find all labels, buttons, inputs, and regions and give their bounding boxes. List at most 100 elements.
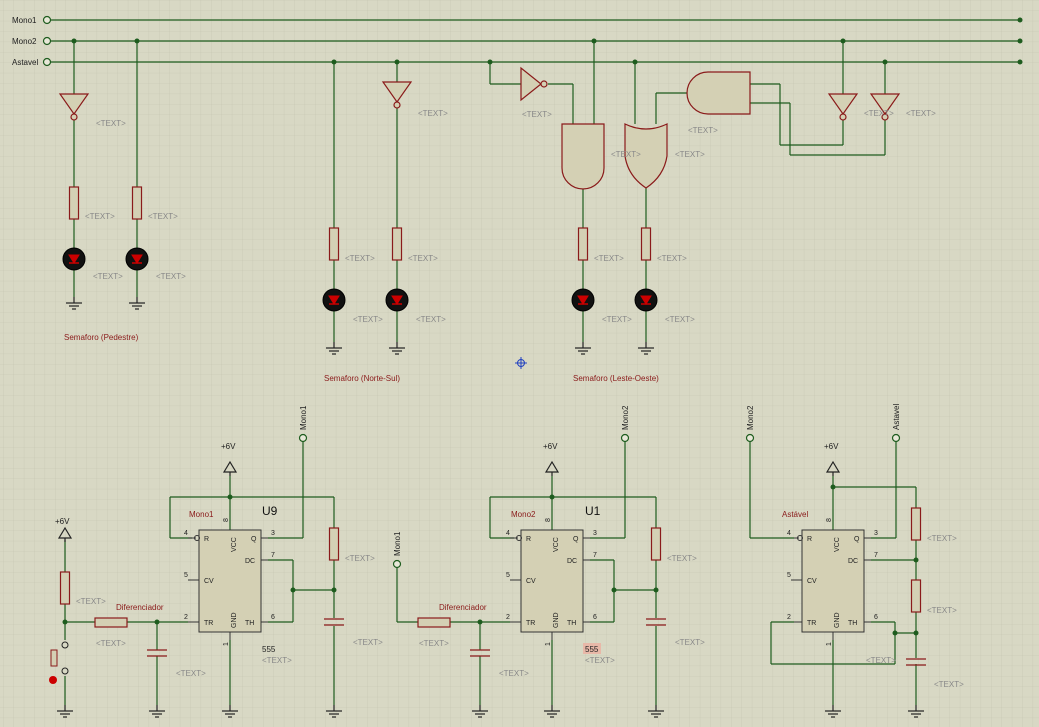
timer-555-u1[interactable] (520, 529, 584, 633)
pin-label: DC (848, 558, 858, 565)
bus-label-astavel: Astavel (12, 58, 38, 67)
text-placeholder: <TEXT> (176, 669, 206, 678)
text-placeholder: <TEXT> (602, 315, 632, 324)
or-gate-leste-oeste[interactable] (624, 123, 668, 189)
pin-number: 3 (271, 530, 275, 537)
terminal-mono2-in[interactable] (745, 433, 755, 443)
text-placeholder: <TEXT> (85, 212, 115, 221)
resistor-pedestre-1[interactable] (68, 186, 80, 220)
text-placeholder: <TEXT> (93, 272, 123, 281)
pin-number: 8 (223, 518, 230, 522)
text-placeholder: <TEXT> (688, 126, 718, 135)
bus-label-mono2: Mono2 (12, 37, 37, 46)
pin-label: TR (204, 620, 213, 627)
pin-number: 5 (787, 572, 791, 579)
led-norte-sul-2[interactable] (385, 288, 409, 312)
resistor-pullup-1[interactable] (59, 571, 71, 605)
timer-astavel-wiring (749, 440, 919, 705)
pin-label: R (204, 536, 209, 543)
terminal-label: Mono1 (299, 405, 308, 430)
and-gate-leste-oeste[interactable] (561, 123, 605, 190)
group-label-leste-oeste: Semaforo (Leste-Oeste) (573, 374, 659, 383)
text-placeholder: <TEXT> (927, 606, 957, 615)
terminal-mono1-out[interactable] (298, 433, 308, 443)
resistor-diff-1[interactable] (94, 617, 128, 628)
text-placeholder: <TEXT> (665, 315, 695, 324)
vcc-label: +6V (543, 442, 558, 451)
timer-name: Mono1 (189, 510, 214, 519)
resistor-norte-sul-1[interactable] (328, 227, 340, 261)
text-placeholder: <TEXT> (96, 639, 126, 648)
pin-number: 1 (826, 642, 833, 646)
timer-ref: U1 (585, 504, 601, 518)
pin-label: VCC (834, 537, 841, 552)
text-placeholder: <TEXT> (345, 254, 375, 263)
led-leste-oeste-1[interactable] (571, 288, 595, 312)
bus-lines (42, 15, 1023, 67)
terminal-label: Mono2 (746, 405, 755, 430)
pin-number: 6 (593, 614, 597, 621)
not-gate-leste-oeste[interactable] (520, 66, 548, 102)
terminal-label: Mono2 (621, 405, 630, 430)
pin-number: 1 (223, 642, 230, 646)
pin-label: Q (573, 536, 579, 543)
resistor-astavel-2[interactable] (910, 579, 922, 613)
timer-ref: U9 (262, 504, 278, 518)
led-pedestre-1[interactable] (62, 247, 86, 271)
pin-label: GND (231, 612, 238, 628)
terminal-mono2-out[interactable] (620, 433, 630, 443)
vcc-label: +6V (221, 442, 236, 451)
group-label-norte-sul: Semaforo (Norte-Sul) (324, 374, 400, 383)
timer-name: Astável (782, 510, 808, 519)
text-placeholder: <TEXT> (345, 554, 375, 563)
resistor-timer-u9[interactable] (328, 527, 340, 561)
terminal-astavel-out[interactable] (891, 433, 901, 443)
terminal-mono1-in[interactable] (392, 559, 402, 569)
ic-type-highlight (583, 643, 601, 654)
resistor-norte-sul-2[interactable] (391, 227, 403, 261)
vcc-label: +6V (824, 442, 839, 451)
pin-label: TH (848, 620, 857, 627)
text-placeholder: <TEXT> (594, 254, 624, 263)
text-placeholder: <TEXT> (418, 109, 448, 118)
norte-sul-wiring (331, 59, 400, 342)
text-placeholder: <TEXT> (419, 639, 449, 648)
pin-label: CV (807, 578, 817, 585)
text-placeholder: <TEXT> (353, 638, 383, 647)
text-placeholder: <TEXT> (585, 656, 615, 665)
pin-number: 6 (874, 614, 878, 621)
led-leste-oeste-2[interactable] (634, 288, 658, 312)
text-placeholder: <TEXT> (499, 669, 529, 678)
pin-number: 7 (271, 552, 275, 559)
pin-label: TH (567, 620, 576, 627)
text-placeholder: <TEXT> (522, 110, 552, 119)
pin-label: VCC (553, 537, 560, 552)
pin-number: 3 (593, 530, 597, 537)
resistor-diff-2[interactable] (417, 617, 451, 628)
led-pedestre-2[interactable] (125, 247, 149, 271)
pin-number: 2 (184, 614, 188, 621)
and-gate-top[interactable] (686, 71, 751, 115)
resistor-leste-oeste-2[interactable] (640, 227, 652, 261)
text-placeholder: <TEXT> (611, 150, 641, 159)
text-placeholder: <TEXT> (416, 315, 446, 324)
resistor-pedestre-2[interactable] (131, 186, 143, 220)
timer-u1-wiring (489, 440, 659, 705)
pin-number: 4 (506, 530, 510, 537)
pin-label: GND (553, 612, 560, 628)
pin-label: TH (245, 620, 254, 627)
pin-number: 1 (545, 642, 552, 646)
pedestre-wiring (71, 38, 140, 297)
resistor-astavel-1[interactable] (910, 507, 922, 541)
pin-number: 4 (184, 530, 188, 537)
led-norte-sul-1[interactable] (322, 288, 346, 312)
resistor-leste-oeste-1[interactable] (577, 227, 589, 261)
pin-label: CV (526, 578, 536, 585)
differentiator-label-1: Diferenciador (116, 603, 164, 612)
pushbutton-switch[interactable] (49, 641, 69, 684)
text-placeholder: <TEXT> (96, 119, 126, 128)
timer-555-astavel[interactable] (801, 529, 865, 633)
pin-label: DC (245, 558, 255, 565)
resistor-timer-u1[interactable] (650, 527, 662, 561)
